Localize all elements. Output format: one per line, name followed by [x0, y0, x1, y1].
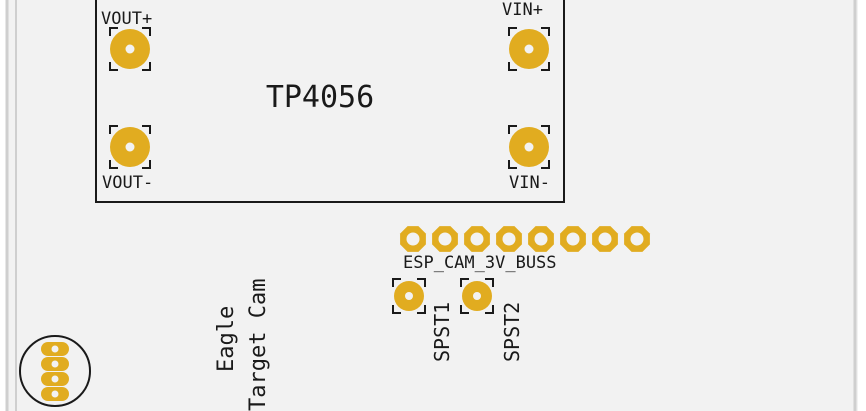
tp4056-label: TP4056	[266, 80, 374, 115]
switch-spst1[interactable]	[392, 278, 426, 314]
header-pin[interactable]	[592, 226, 618, 252]
spst2-label: SPST2	[500, 302, 524, 362]
pad-vout-minus[interactable]	[109, 125, 151, 169]
header-pin[interactable]	[432, 226, 458, 252]
round-connector[interactable]	[19, 335, 91, 407]
connector-pin	[41, 342, 69, 356]
pad-vout-plus[interactable]	[109, 27, 151, 71]
connector-pin	[41, 387, 69, 401]
spst1-label: SPST1	[430, 302, 454, 362]
tp4056-outline	[95, 0, 565, 203]
connector-pins	[41, 342, 69, 401]
vout-minus-label: VOUT-	[102, 173, 153, 193]
header-pin[interactable]	[560, 226, 586, 252]
header-pin[interactable]	[528, 226, 554, 252]
tp4056-module[interactable]: TP4056 VOUT+ VOUT- VIN+ VIN-	[95, 0, 565, 203]
connector-pin	[41, 372, 69, 386]
connector-outline	[19, 335, 91, 407]
vout-plus-label: VOUT+	[101, 9, 152, 29]
connector-pin	[41, 357, 69, 371]
esp-cam-header[interactable]	[400, 226, 650, 252]
vin-minus-label: VIN-	[509, 173, 550, 193]
board-text-line2: Target Cam	[246, 279, 271, 411]
header-pin[interactable]	[400, 226, 426, 252]
esp-cam-header-label: ESP_CAM_3V_BUSS	[403, 253, 557, 273]
switch-spst2[interactable]	[460, 278, 494, 314]
vin-plus-label: VIN+	[502, 0, 543, 20]
pad-vin-plus[interactable]	[508, 27, 550, 71]
board-text-line1: Eagle	[214, 306, 239, 372]
header-pin[interactable]	[624, 226, 650, 252]
pad-vin-minus[interactable]	[508, 125, 550, 169]
header-pin[interactable]	[464, 226, 490, 252]
header-pin[interactable]	[496, 226, 522, 252]
